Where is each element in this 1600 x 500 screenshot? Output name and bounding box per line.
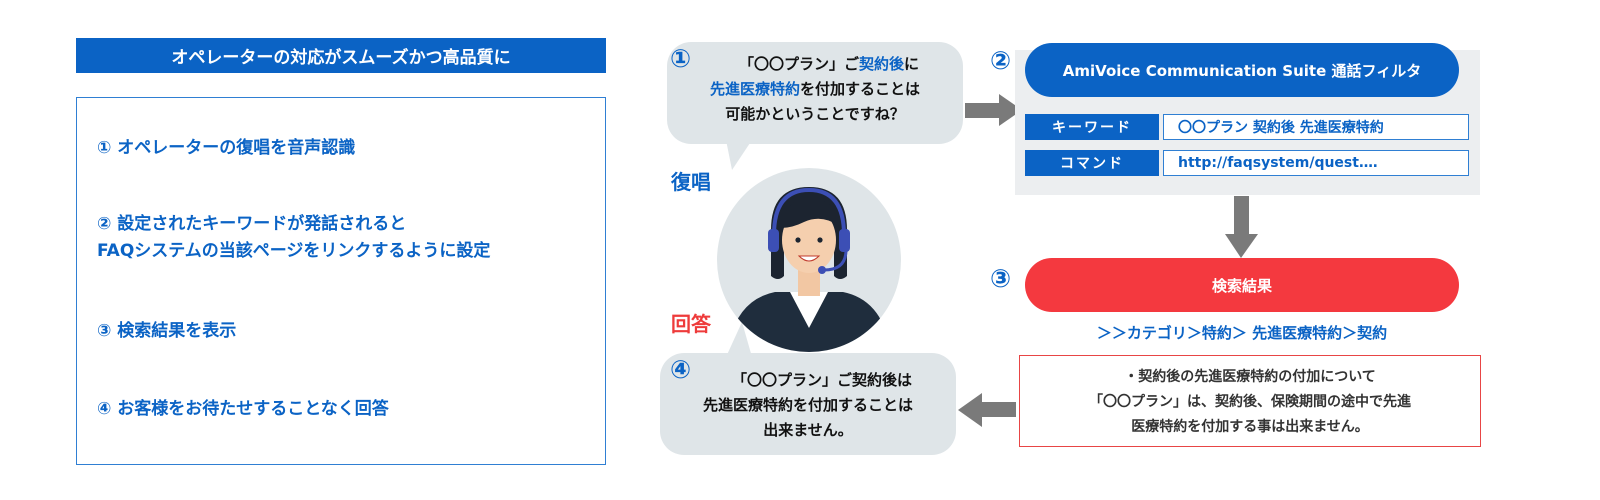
label-answer: 回答 [671,312,711,336]
arrow-right-icon [965,94,1022,126]
answer-text: ・契約後の先進医療特約の付加について 「〇〇プラン」は、契約後、保険期間の途中で… [1019,365,1481,440]
answer-line2: 「〇〇プラン」は、契約後、保険期間の途中で先進 [1089,394,1411,410]
bubble-4-line2: 先進医療特約を付加することは [702,396,913,414]
step-4-line1: ④ お客様をお待たせすることなく回答 [97,399,389,419]
bubble-1-text: 「〇〇プラン」ご契約後に 先進医療特約を付加することは 可能かということですね？ [667,52,963,127]
bubble-1-line2: 先進医療特約を付加することは [667,77,963,102]
answer-box [1019,355,1481,447]
bubble-1-line3: 可能かということですね？ [725,105,905,123]
bubble-4-line3: 出来ません。 [763,421,853,439]
breadcrumb: ＞＞カテゴリ＞特約＞ 先進医療特約＞契約 [1096,324,1388,342]
step-2-line1: ② 設定されたキーワードが発話されると [97,214,407,234]
step-1-line1: ① オペレーターの復唱を音声認識 [97,138,356,158]
steps-panel: ① オペレーターの復唱を音声認識 ② 設定されたキーワードが発話されると FAQ… [76,97,606,465]
label-repeat: 復唱 [671,170,711,194]
arrow-down-icon [1225,196,1258,258]
bubble-1-line1-prefix: 「〇〇プラン」ご [738,55,859,73]
speech-bubble-4 [660,353,956,455]
bubble-4-text: 「〇〇プラン」ご契約後は 先進医療特約を付加することは 出来ません。 [660,368,956,443]
bubble-4-line1: 「〇〇プラン」ご契約後は [731,371,912,389]
answer-line3: 医療特約を付加する事は出来ません。 [1131,419,1369,435]
bubble-1-keyword-senshin: 先進医療特約 [709,80,800,98]
step-number-1: ① [670,44,692,73]
step-3-text: ③ 検索結果を表示 [97,318,236,345]
step-2-text: ② 設定されたキーワードが発話されると FAQシステムの当該ページをリンクするよ… [97,211,490,265]
step-3-line1: ③ 検索結果を表示 [97,321,237,341]
keyword-label: キーワード [1025,114,1159,140]
step-number-4: ④ [670,355,692,384]
bubble-1-tail [726,140,752,170]
keyword-value: 〇〇プラン 契約後 先進医療特約 [1163,114,1469,140]
step-1-text: ① オペレーターの復唱を音声認識 [97,135,355,162]
step-2-line2: FAQシステムの当該ページをリンクするように設定 [97,241,491,261]
command-label: コマンド [1025,150,1159,176]
step-4-text: ④ お客様をお待たせすることなく回答 [97,396,389,423]
bubble-1-keyword-keiyakugo: 契約後 [858,55,904,73]
arrow-left-icon [958,393,1016,427]
answer-line1: ・契約後の先進医療特約の付加について [1124,369,1376,385]
bubble-4-tail [726,322,752,357]
bubble-1-line1-suffix: に [904,55,920,73]
operator-avatar-icon [717,168,901,352]
command-value: http://faqsystem/quest‥‥ [1163,150,1469,176]
amivoice-title: AmiVoice Communication Suite 通話フィルタ [1025,43,1459,97]
step-number-3: ③ [990,264,1012,293]
bubble-1-line2-suffix: を付加することは [800,80,921,98]
speech-bubble-1 [667,42,963,144]
bubble-1-line1: 「〇〇プラン」ご契約後に [667,52,963,77]
step-number-2: ② [990,46,1012,75]
panel-header: オペレーターの対応がスムーズかつ高品質に [76,38,606,73]
search-result-title: 検索結果 [1025,258,1459,312]
